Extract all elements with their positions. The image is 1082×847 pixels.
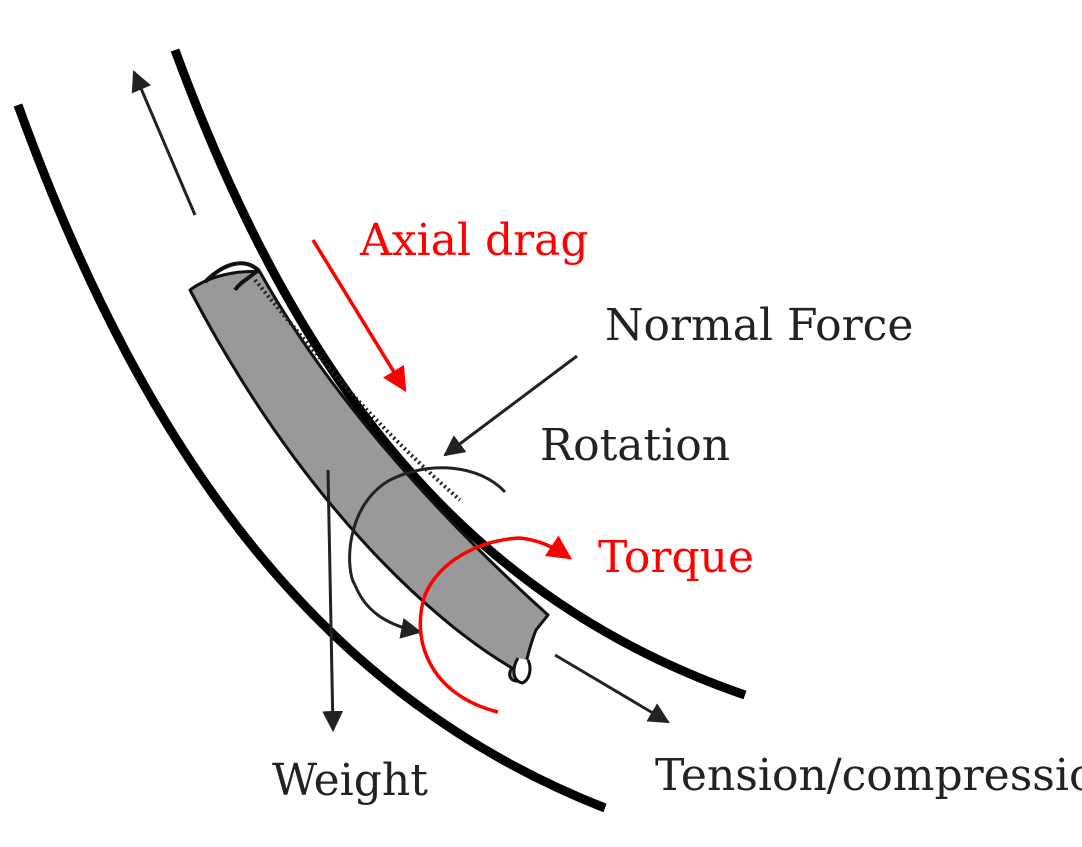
drill-pipe-top-end: [203, 261, 261, 292]
axial-drag-label: Axial drag: [359, 215, 589, 266]
tension-compression-arrow: [554, 653, 670, 724]
tension-compression-label: Tension/compression: [655, 750, 1082, 801]
torque-arc: [418, 536, 521, 714]
rotation-arc: [348, 466, 507, 586]
rotation-arrow: [353, 584, 423, 639]
borehole-wall-inner: [13, 103, 607, 813]
torque-label: Torque: [598, 532, 754, 583]
rotation-label: Rotation: [540, 420, 730, 471]
axial-drag-arrow: [311, 239, 407, 393]
weight-arrow: [322, 469, 344, 733]
torque-arrow: [519, 535, 573, 560]
drill-pipe-bottom-end: [512, 657, 532, 685]
drill-pipe: [188, 270, 550, 683]
upward-motion-arrow: [131, 70, 197, 216]
normal-force-arrow: [443, 354, 578, 457]
borehole-wall-outer: [170, 48, 747, 700]
normal-force-label: Normal Force: [605, 300, 913, 351]
contact-zone: [253, 278, 462, 502]
weight-label: Weight: [272, 755, 428, 806]
